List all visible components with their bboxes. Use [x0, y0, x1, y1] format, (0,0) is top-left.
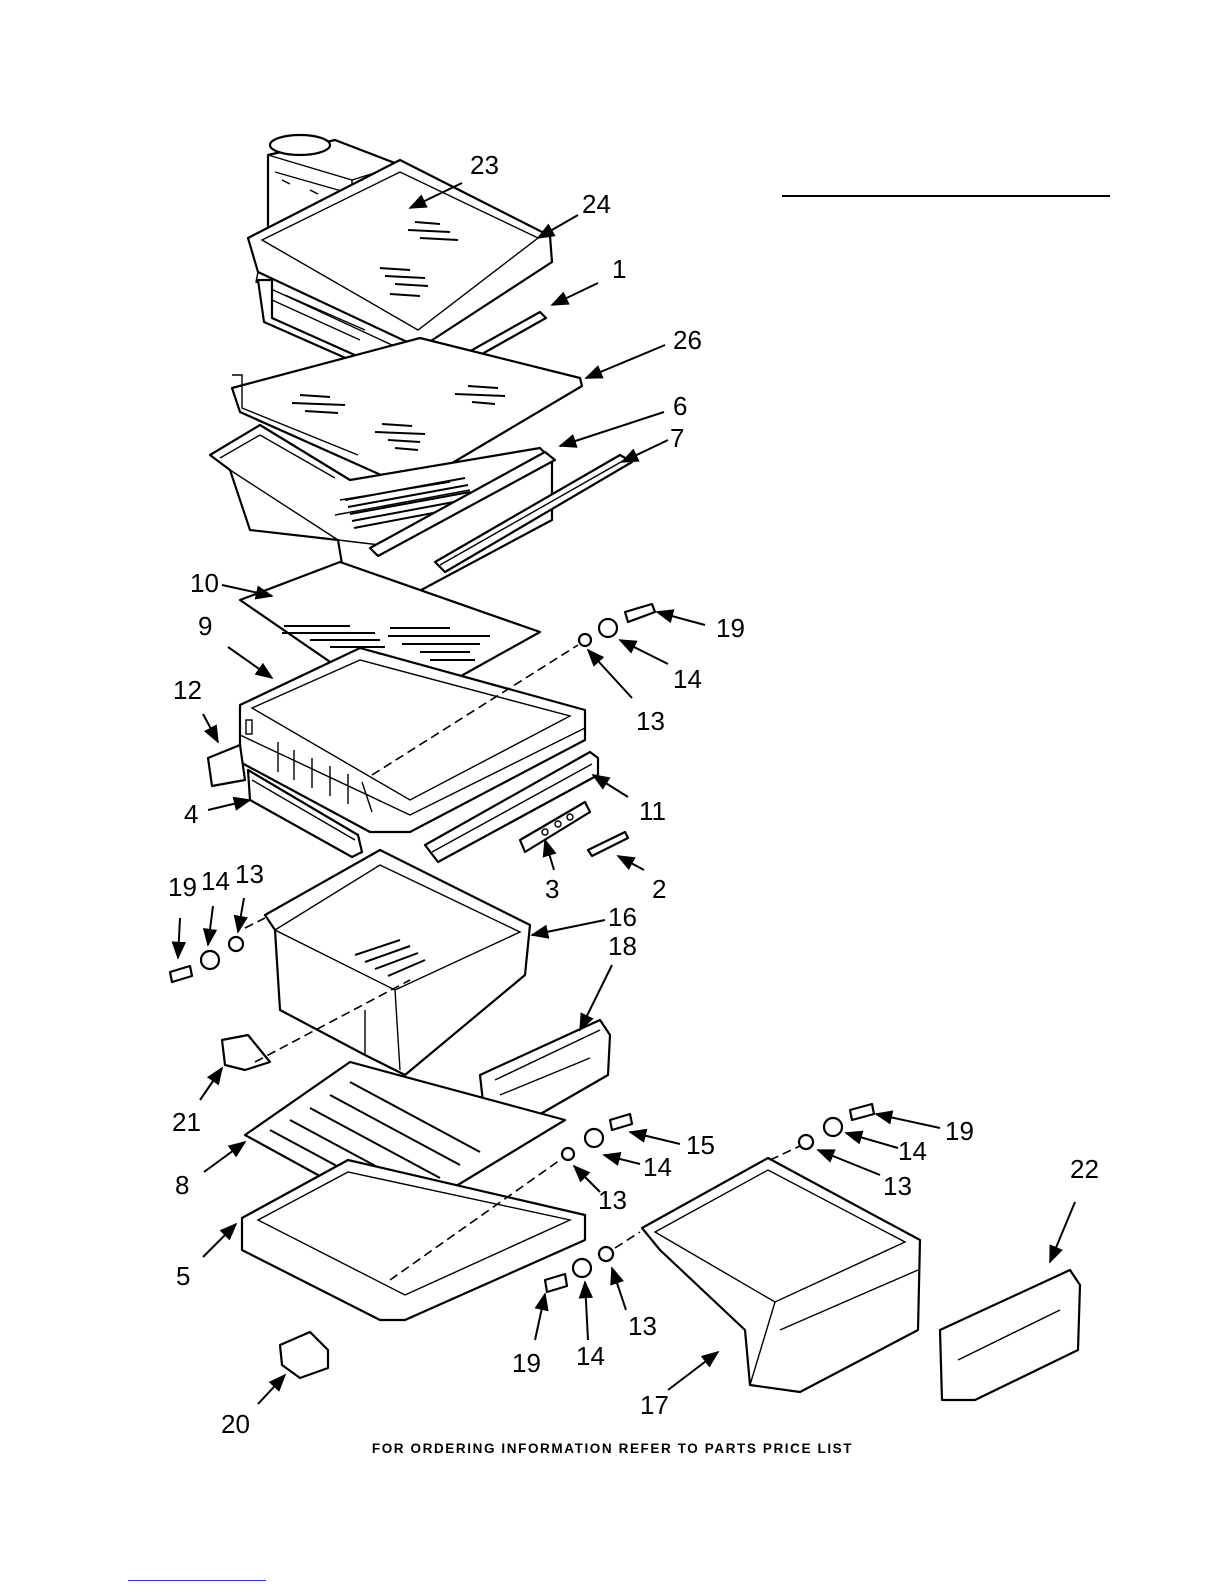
callout-7: 7: [670, 423, 684, 453]
callout-14-left: 14: [201, 866, 230, 896]
callout-14-low: 14: [576, 1341, 605, 1371]
callout-19-left: 19: [168, 872, 197, 902]
callout-12: 12: [173, 675, 202, 705]
callout-13-mid: 13: [598, 1185, 627, 1215]
callout-23: 23: [470, 150, 499, 180]
callout-21: 21: [172, 1107, 201, 1137]
callout-19-top: 19: [716, 613, 745, 643]
callout-6: 6: [673, 391, 687, 421]
callout-10: 10: [190, 568, 219, 598]
callout-14-top: 14: [673, 664, 702, 694]
callout-24: 24: [582, 189, 611, 219]
part-20-clip: [280, 1332, 328, 1378]
callout-22: 22: [1070, 1154, 1099, 1184]
callout-20: 20: [221, 1409, 250, 1439]
callout-11: 11: [639, 796, 666, 826]
part-22-drawer-front: [940, 1270, 1080, 1400]
part-21-bracket: [222, 1035, 270, 1070]
callout-13-top: 13: [636, 706, 665, 736]
callout-9: 9: [198, 611, 212, 641]
callout-8: 8: [175, 1170, 189, 1200]
callout-15: 15: [686, 1130, 715, 1160]
callout-17: 17: [640, 1390, 669, 1420]
part-5-frame: [242, 1160, 585, 1320]
callout-14-mid: 14: [643, 1152, 672, 1182]
part-16-deli-pan: [265, 850, 530, 1075]
callout-1: 1: [612, 254, 626, 284]
callout-19-low: 19: [512, 1348, 541, 1378]
callout-2: 2: [652, 874, 666, 904]
callout-26: 26: [673, 325, 702, 355]
callout-13-left: 13: [235, 859, 264, 889]
callout-16: 16: [608, 902, 637, 932]
callout-13-low: 13: [628, 1311, 657, 1341]
ordering-note: FOR ORDERING INFORMATION REFER TO PARTS …: [0, 1441, 1225, 1456]
part-12-side-slide: [208, 745, 245, 786]
callout-13-right: 13: [883, 1171, 912, 1201]
part-2-clip: [588, 832, 628, 856]
part-17-pan: [642, 1158, 920, 1392]
callout-5: 5: [176, 1261, 190, 1291]
link-underline[interactable]: [128, 1580, 266, 1581]
callout-14-right: 14: [898, 1136, 927, 1166]
callout-19-right: 19: [945, 1116, 974, 1146]
callout-18: 18: [608, 931, 637, 961]
callout-4: 4: [184, 799, 198, 829]
callout-3: 3: [545, 874, 559, 904]
